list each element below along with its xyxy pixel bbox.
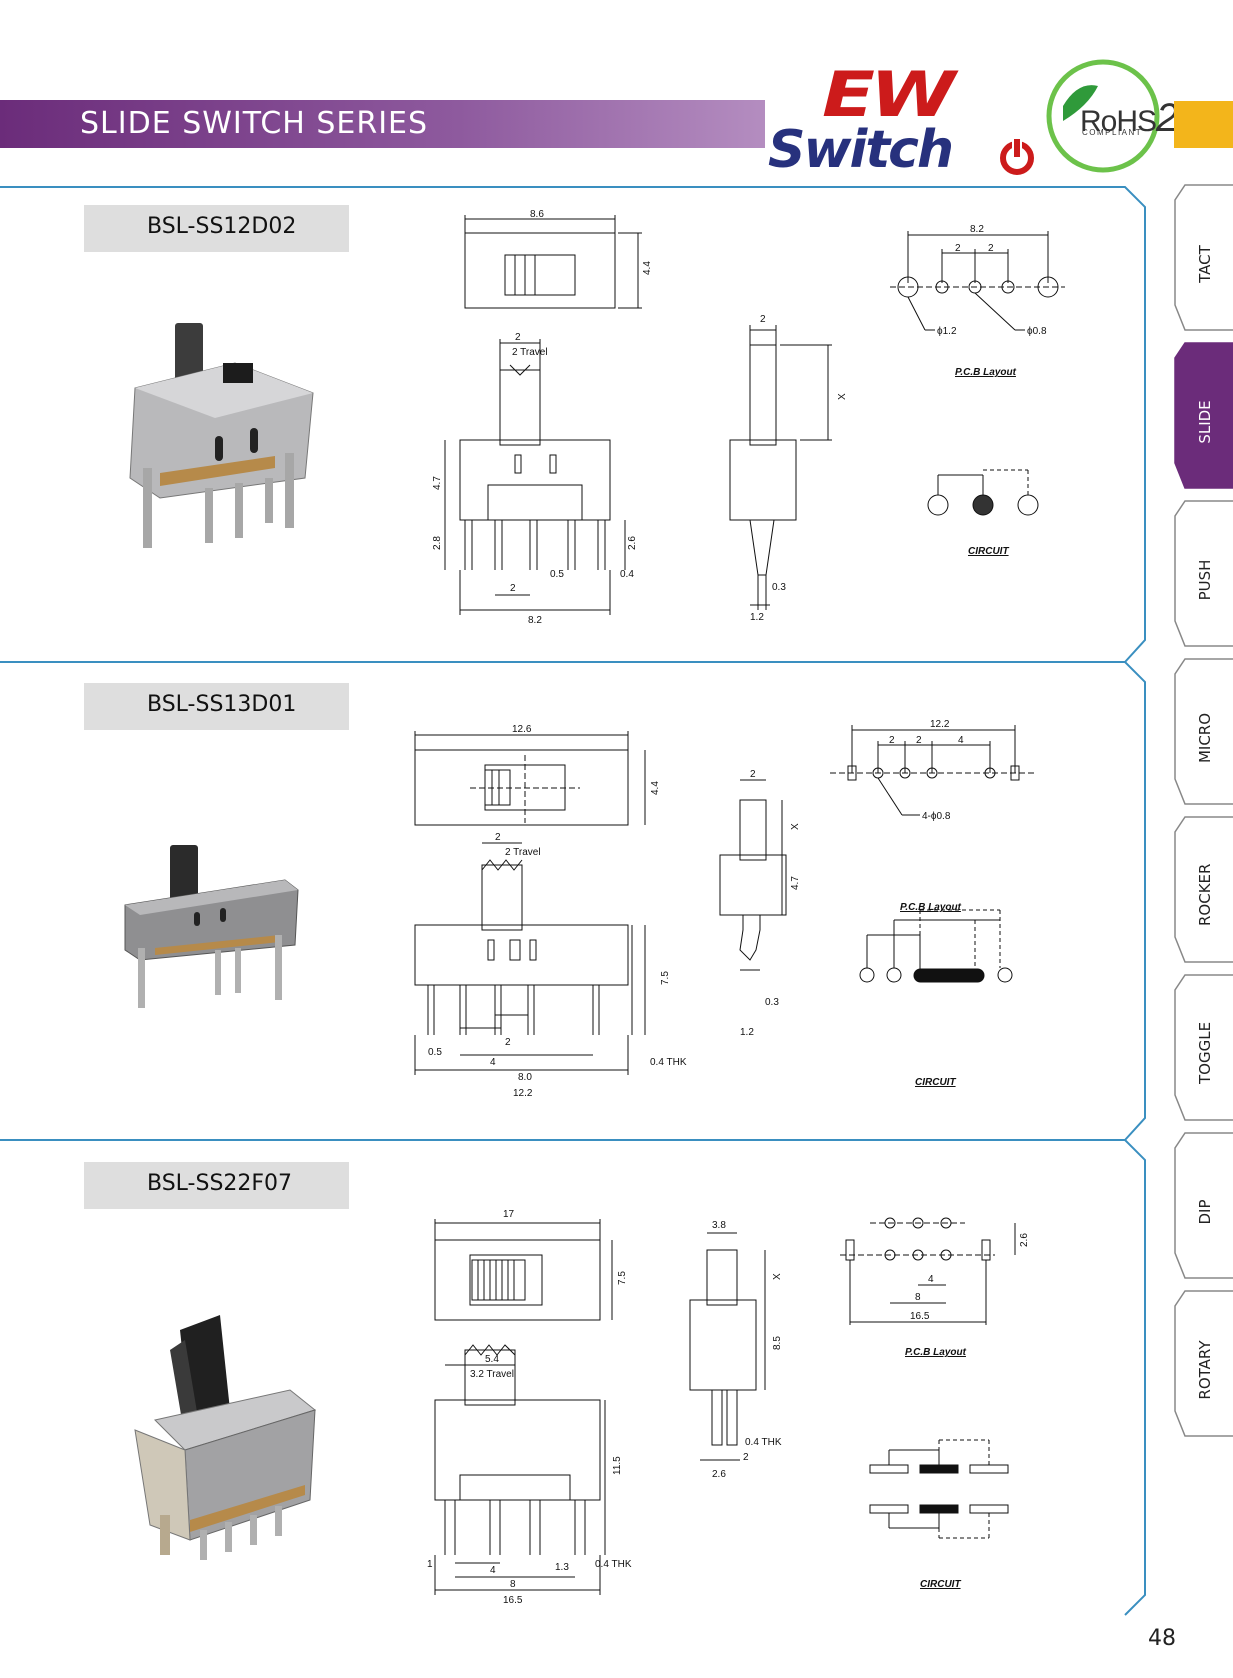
dim-label: 2 [743,1452,749,1463]
dim-label: 4 [490,1057,496,1068]
tab-toggle[interactable]: TOGGLE [1196,1021,1214,1084]
dim-label: 4 [958,735,964,746]
dim-label: 1.2 [750,612,764,623]
dim-label: 2 [515,332,521,343]
dim-label: 7.5 [660,971,671,985]
technical-drawing: 12.6 4.4 2 2 Travel 7.5 0.5 2 4 0.4 THK … [414,719,1035,1099]
dim-label: 17 [503,1209,515,1220]
tab-slide[interactable]: SLIDE [1196,400,1214,444]
product-photo [134,1315,317,1560]
dim-label: 3.2 Travel [470,1369,514,1380]
pcb-layout-label: P.C.B Layout [955,367,1017,378]
dim-label: X [837,393,848,400]
model-name: BSL-SS13D01 [147,692,297,717]
dim-label: 11.5 [612,1456,623,1475]
dim-label: 5.4 [485,1354,499,1365]
dim-label: 2.8 [432,536,443,550]
circuit-label: CIRCUIT [920,1579,961,1590]
dim-label: 8.6 [530,209,544,220]
dim-label: 4.7 [790,876,801,890]
circuit-label: CIRCUIT [968,546,1009,557]
dim-label: 12.2 [930,719,950,730]
side-tab-strip [1174,184,1233,1437]
technical-drawing: 17 7.5 5.4 3.2 Travel 11.5 1 4 8 1.3 0.4… [427,1209,1030,1606]
model-label-box: BSL-SS13D01 [84,683,349,730]
circuit-label: CIRCUIT [915,1077,956,1088]
header-banner [0,100,765,148]
product-photo [129,323,314,548]
model-name: BSL-SS12D02 [147,214,297,239]
dim-label: X [790,823,801,830]
dim-label: 7.5 [617,1271,628,1285]
model-name: BSL-SS22F07 [147,1171,293,1196]
dim-label: 16.5 [503,1595,523,1606]
yellow-accent-block [1174,101,1233,148]
dim-label: 0.3 [765,997,779,1008]
dim-label: 2 [510,583,516,594]
dim-label: 2 [505,1037,511,1048]
dim-label: 8.5 [772,1336,783,1350]
dim-label: 3.8 [712,1220,726,1231]
dim-label: 2 [495,832,501,843]
dim-label: 12.2 [513,1088,533,1099]
dim-label: 2 [955,243,961,254]
page-title: SLIDE SWITCH SERIES [80,106,429,141]
model-label-box: BSL-SS22F07 [84,1162,349,1209]
tab-micro[interactable]: MICRO [1196,712,1214,764]
model-label-box: BSL-SS12D02 [84,205,349,252]
dim-label: 4-ϕ0.8 [922,811,951,822]
tab-tact[interactable]: TACT [1196,245,1214,283]
power-icon [1000,138,1034,175]
dim-label: 4.4 [642,261,653,275]
dim-label: 8 [510,1579,516,1590]
dim-label: 2 Travel [512,347,548,358]
dim-label: 0.4 THK [595,1559,632,1570]
dim-label: 2.6 [627,536,638,550]
tab-dip[interactable]: DIP [1196,1199,1214,1225]
dim-label: 2.6 [712,1469,726,1480]
dim-label: X [772,1273,783,1280]
pcb-layout-label: P.C.B Layout [900,902,962,913]
dim-label: 0.4 [620,569,634,580]
product-photo [124,845,299,1008]
dim-label: 8.0 [518,1072,532,1083]
tab-push[interactable]: PUSH [1196,559,1214,601]
dim-label: 12.6 [512,724,532,735]
rohs-badge-icon [1046,59,1160,173]
dim-label: 8.2 [528,615,542,625]
logo-ew-text: EW [822,58,955,131]
rohs-label: RoHS2 [1080,96,1178,140]
dim-label: 2 [760,314,766,325]
dim-label: 4 [490,1565,496,1576]
dim-label: 2 [988,243,994,254]
dim-label: 2 [750,769,756,780]
tab-rotary[interactable]: ROTARY [1196,1340,1214,1400]
logo-switch-text: Switch [768,120,954,180]
dim-label: 0.3 [772,582,786,593]
pcb-layout-label: P.C.B Layout [905,1347,967,1358]
dim-label: 2 Travel [505,847,541,858]
dim-label: 2.6 [1019,1233,1030,1247]
dim-label: 2 [916,735,922,746]
dim-label: 1.2 [740,1027,754,1038]
tab-rocker[interactable]: ROCKER [1196,863,1214,926]
dim-label: 8.2 [970,224,984,235]
technical-drawing: 8.6 4.4 2 2 Travel 4.7 2.8 2.6 2 0.5 0.4… [432,209,1065,625]
dim-label: 16.5 [910,1311,930,1322]
dim-label: 2 [889,735,895,746]
dim-label: 0.5 [428,1047,442,1058]
dim-label: ϕ0.8 [1027,326,1047,337]
page-number: 48 [1148,1626,1176,1651]
dim-label: 4.7 [432,476,443,490]
dim-label: 4.4 [650,781,661,795]
dim-label: 1 [427,1559,433,1570]
dim-label: 0.4 THK [745,1437,782,1448]
dim-label: 8 [915,1292,921,1303]
dim-label: 1.3 [555,1562,569,1573]
dim-label: 4 [928,1274,934,1285]
dim-label: 0.4 THK [650,1057,687,1068]
rohs-compliant-label: COMPLIANT [1082,128,1143,137]
dim-label: ϕ1.2 [937,326,957,337]
dim-label: 0.5 [550,569,564,580]
